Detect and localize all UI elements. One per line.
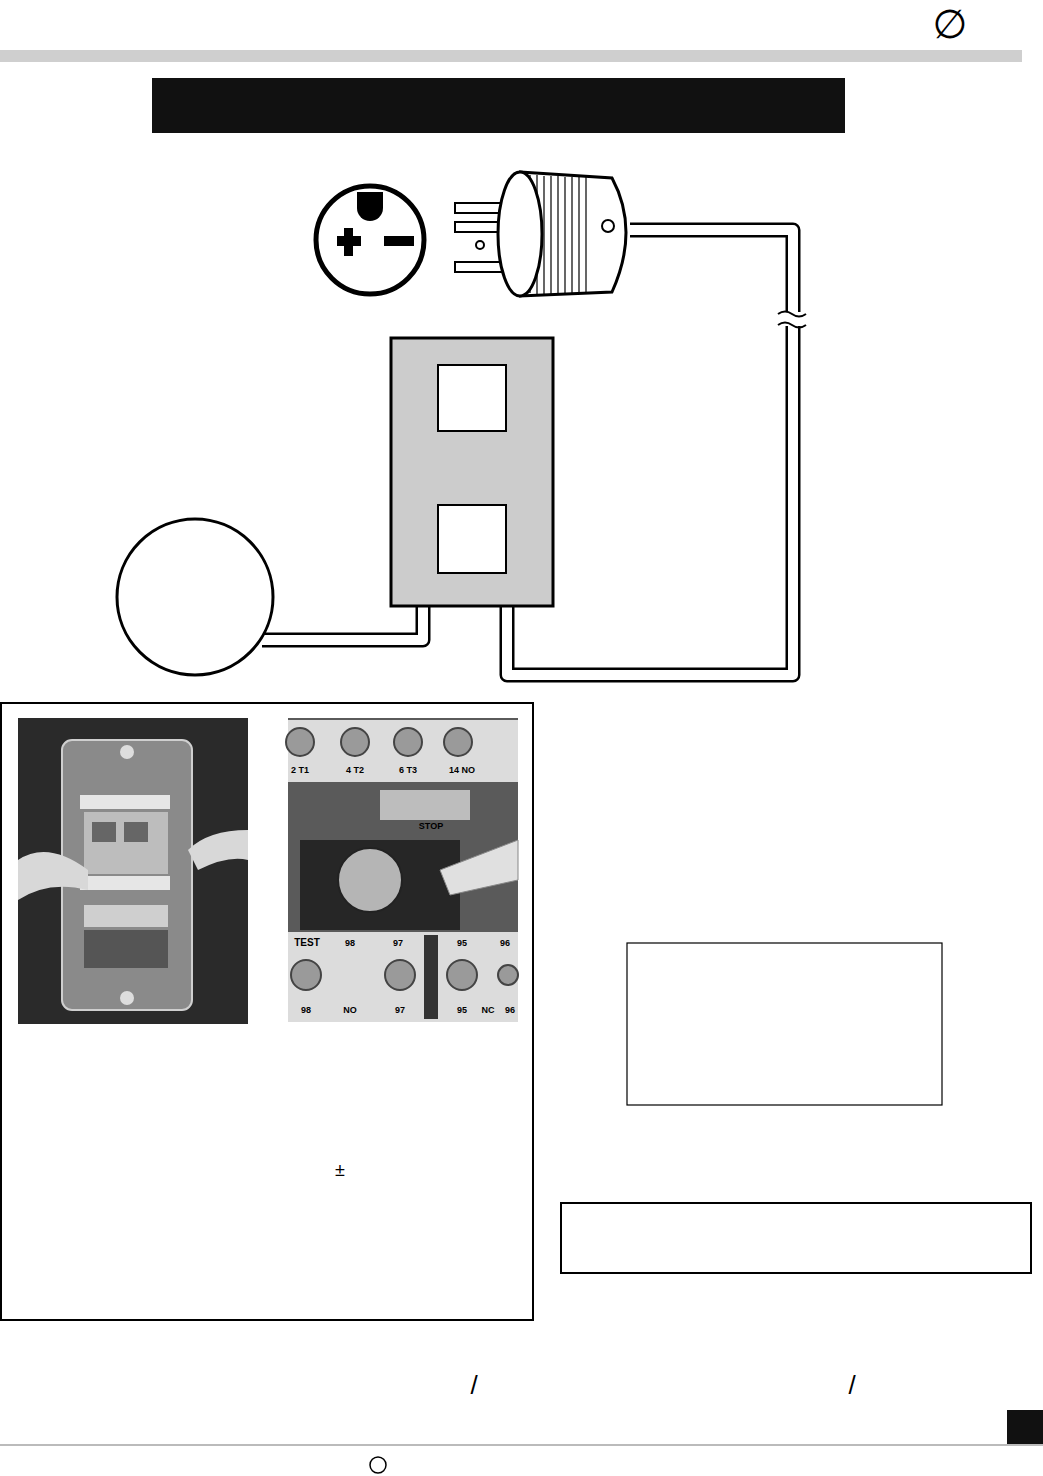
terminal-label: 96 (505, 1006, 515, 1015)
control-square (438, 365, 506, 431)
terminal-label: NO (343, 1006, 357, 1015)
break-mark (778, 312, 806, 328)
terminal-label: 4 T2 (346, 766, 364, 775)
tolerance-symbol: ± (335, 1161, 345, 1179)
motor-cable (262, 606, 423, 640)
starter-photo (18, 718, 248, 1024)
motor-cable (262, 606, 423, 640)
title-bar (152, 78, 845, 133)
control-box (391, 338, 553, 606)
date-separator: / (848, 1372, 855, 1398)
terminal-label: NC (482, 1006, 495, 1015)
terminal-label: 95 (457, 939, 467, 948)
page-tab (1007, 1410, 1043, 1444)
footer-circle (370, 1457, 386, 1473)
terminal-label: 96 (500, 939, 510, 948)
relay-photo (286, 718, 518, 1022)
control-square (438, 505, 506, 573)
header-rule (0, 50, 1022, 62)
note-box (627, 943, 942, 1105)
warning-box (561, 1203, 1031, 1273)
instruction-panel (1, 703, 533, 1320)
page-symbol: ∅ (933, 4, 968, 44)
plug-illustration (455, 172, 626, 296)
terminal-label: 2 T1 (291, 766, 309, 775)
terminal-label: 14 NO (449, 766, 475, 775)
terminal-label: 97 (395, 1006, 405, 1015)
terminal-label: STOP (419, 822, 443, 831)
terminal-label: 98 (345, 939, 355, 948)
footer-rule (0, 1444, 1043, 1446)
terminal-label: 6 T3 (399, 766, 417, 775)
terminal-label: 97 (393, 939, 403, 948)
receptacle-symbol (316, 186, 424, 294)
terminal-label: 95 (457, 1006, 467, 1015)
motor-circle (117, 519, 273, 675)
terminal-label: TEST (294, 938, 320, 948)
date-separator: / (470, 1372, 477, 1398)
terminal-label: 98 (301, 1006, 311, 1015)
